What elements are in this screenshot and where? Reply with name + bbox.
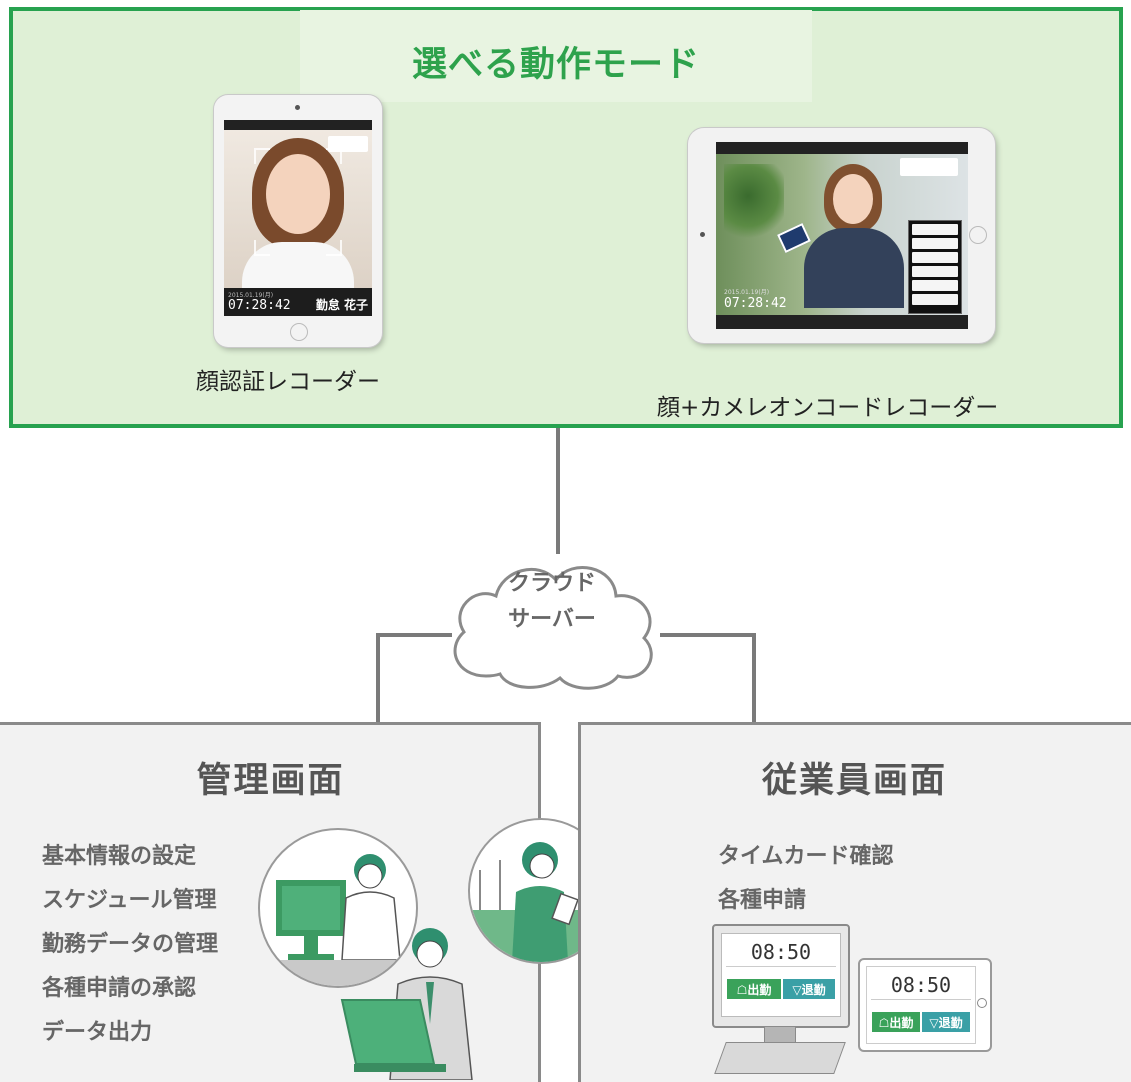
connector-right-vertical	[752, 633, 756, 725]
tablet-timecard-illustration: 08:50 ☖出勤 ▽退勤	[858, 958, 992, 1052]
tablet-screen: 08:50 ☖出勤 ▽退勤	[866, 966, 976, 1044]
tablet-clock-out-button[interactable]: ▽退勤	[921, 1011, 971, 1033]
staff-photo	[716, 154, 968, 315]
screen-menu-bar	[716, 142, 968, 154]
pc-clock-in-label: 出勤	[747, 983, 772, 997]
screen-date: 2015.01.19(月)	[228, 292, 274, 299]
connector-left-vertical	[376, 633, 380, 725]
clock-row: 2015.01.19(月) 07:28:42 勤怠 花子	[224, 288, 372, 316]
chameleon-recorder-screen: 2015.01.19(月) 07:28:42	[716, 142, 968, 329]
tablet-clock-in-label: 出勤	[889, 1016, 914, 1030]
clock-in-icon: ☖	[736, 983, 748, 997]
staff-panel	[578, 722, 1131, 1082]
screen-date: 2015.01.19(月)	[724, 289, 770, 296]
admin-feature-item: データ出力	[42, 1020, 153, 1045]
connector-right-horizontal	[660, 633, 756, 637]
face-recorder-tablet: 2015.01.19(月) 07:28:42 勤怠 花子	[214, 95, 382, 347]
pc-clock-out-label: 退勤	[801, 983, 826, 997]
screen-time: 07:28:42	[228, 298, 291, 313]
staff-feature-item: タイムカード確認	[718, 844, 894, 869]
menu-panel	[908, 220, 962, 314]
cloud-label-line1: クラウド	[507, 571, 596, 596]
mode-title-band	[300, 10, 812, 102]
user-thumbnail-badge	[328, 136, 368, 152]
clock-in-icon: ☖	[878, 1016, 890, 1030]
home-button-icon	[290, 323, 308, 341]
mode-title: 選べる動作モード	[411, 45, 700, 85]
manager-laptop-illustration	[340, 928, 473, 1080]
face-photo	[224, 130, 372, 302]
connector-left-horizontal	[376, 633, 452, 637]
pc-clock-out-button[interactable]: ▽退勤	[782, 978, 836, 1000]
tablet-time: 08:50	[890, 973, 952, 997]
admin-feature-item: 基本情報の設定	[42, 844, 197, 869]
cloud-server-label: クラウド サーバー	[470, 566, 634, 638]
cloud-label-line2: サーバー	[508, 607, 596, 632]
pc-timecard-illustration: 08:50 ☖出勤 ▽退勤	[708, 924, 850, 1074]
admin-feature-item: 勤務データの管理	[42, 932, 219, 957]
front-camera-icon	[700, 232, 705, 237]
face-recorder-label: 顔認証レコーダー	[196, 369, 380, 395]
office-worker-illustration	[258, 828, 418, 988]
face-recorder-screen: 2015.01.19(月) 07:28:42 勤怠 花子	[224, 120, 372, 316]
home-button-icon	[969, 226, 987, 244]
staff-feature-item: 各種申請	[718, 888, 807, 913]
screen-employee-name: 勤怠 花子	[315, 298, 368, 312]
chameleon-recorder-label: 顔+カメレオンコードレコーダー	[657, 395, 999, 421]
admin-feature-item: スケジュール管理	[42, 888, 217, 913]
pc-time: 08:50	[750, 940, 812, 964]
tablet-clock-in-button[interactable]: ☖出勤	[871, 1011, 921, 1033]
clock-out-icon: ▽	[792, 983, 802, 997]
keyboard-icon	[714, 1042, 846, 1074]
chameleon-recorder-tablet: 2015.01.19(月) 07:28:42	[688, 128, 995, 343]
staff-title: 従業員画面	[761, 761, 947, 801]
pc-clock-in-button[interactable]: ☖出勤	[726, 978, 782, 1000]
pc-screen: 08:50 ☖出勤 ▽退勤	[721, 933, 841, 1017]
admin-feature-item: 各種申請の承認	[42, 976, 197, 1001]
cloud-icon	[453, 566, 653, 690]
screen-menu-bar	[224, 120, 372, 130]
clock-out-icon: ▽	[929, 1016, 939, 1030]
admin-title: 管理画面	[196, 761, 345, 801]
pc-monitor: 08:50 ☖出勤 ▽退勤	[712, 924, 850, 1028]
tablet-clock-out-label: 退勤	[938, 1016, 963, 1030]
user-thumbnail-badge	[900, 158, 958, 176]
front-camera-icon	[295, 105, 300, 110]
screen-time: 07:28:42	[724, 296, 787, 311]
connector-top	[556, 428, 560, 554]
screen-status-bar	[716, 315, 968, 329]
tablet-home-button-icon	[977, 998, 987, 1008]
tablet-worker-illustration	[468, 818, 614, 964]
